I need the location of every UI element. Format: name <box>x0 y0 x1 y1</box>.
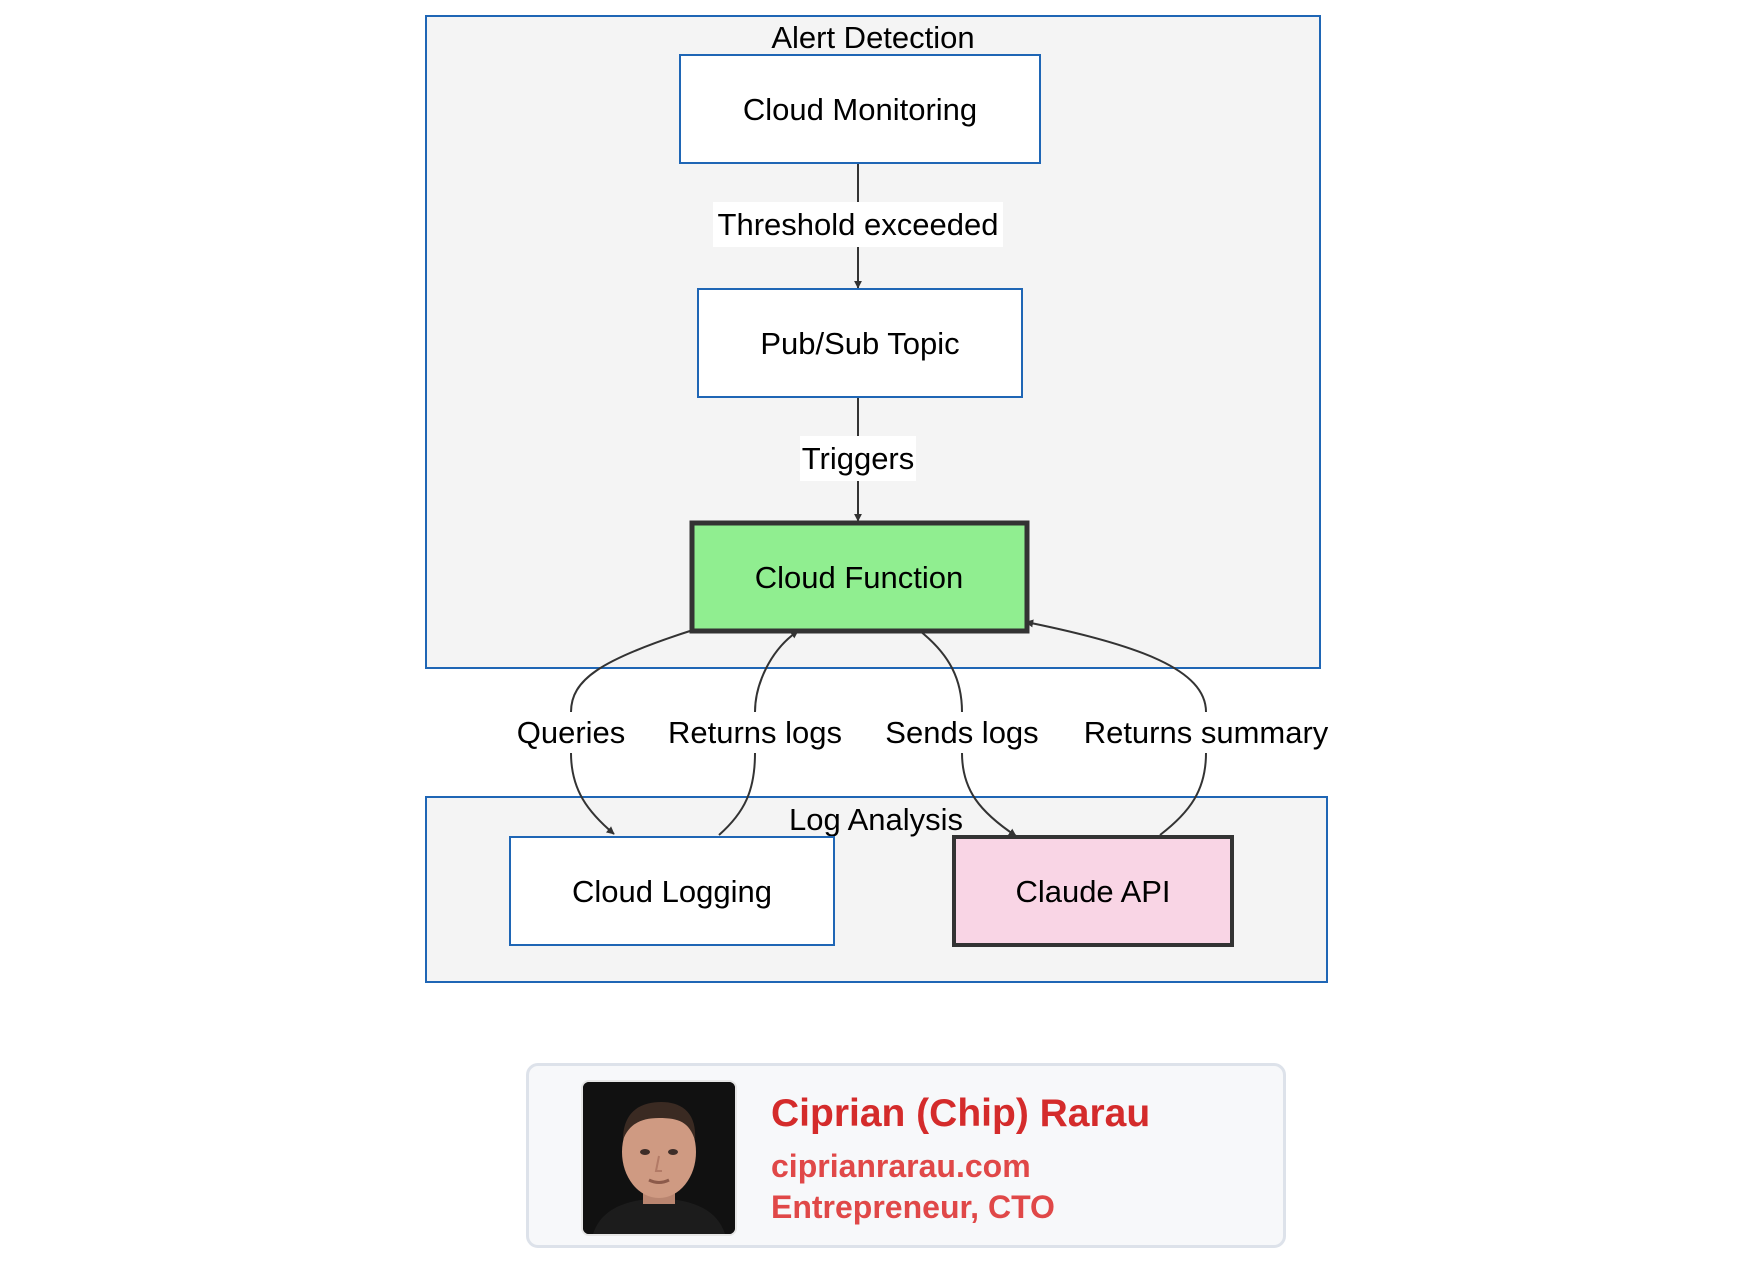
author-role: Entrepreneur, CTO <box>771 1189 1055 1225</box>
edge-sends-logs-line <box>919 630 1016 836</box>
node-cloud-logging-box[interactable] <box>509 836 835 946</box>
author-website-link[interactable]: ciprianrarau.com <box>771 1148 1031 1184</box>
edge-triggers-label-bg <box>800 436 916 481</box>
node-pubsub-topic-label: Pub/Sub Topic <box>760 326 959 361</box>
edge-queries-label: Queries <box>517 715 626 750</box>
node-cloud-function[interactable]: Cloud Function <box>689 520 1030 634</box>
edge-returns-logs: Returns logs <box>668 631 842 836</box>
node-cloud-function-label: Cloud Function <box>755 560 964 595</box>
edge-threshold-exceeded-label: Threshold exceeded <box>718 207 999 242</box>
node-claude-api-label: Claude API <box>1015 874 1170 909</box>
edge-returns-logs-label: Returns logs <box>668 715 842 750</box>
edge-returns-summary-line <box>1026 622 1207 836</box>
node-cloud-logging-label: Cloud Logging <box>572 874 772 909</box>
node-claude-api[interactable]: Claude API <box>952 835 1234 947</box>
author-card: Ciprian (Chip) Rarau ciprianrarau.com En… <box>526 1063 1286 1248</box>
node-cloud-monitoring-label: Cloud Monitoring <box>743 92 977 127</box>
edge-returns-summary-label: Returns summary <box>1084 715 1329 750</box>
edge-returns-summary: Returns summary <box>1026 622 1329 836</box>
node-claude-api-box[interactable] <box>952 835 1234 947</box>
edge-queries-line <box>570 630 691 834</box>
node-pubsub-topic[interactable]: Pub/Sub Topic <box>697 288 1023 398</box>
author-avatar <box>581 1080 737 1236</box>
node-cloud-logging[interactable]: Cloud Logging <box>509 836 835 946</box>
cluster-alert-detection-label: Alert Detection <box>771 20 974 55</box>
edge-returns-logs-line <box>718 631 798 836</box>
cluster-log-analysis-label: Log Analysis <box>789 802 963 837</box>
node-cloud-monitoring[interactable]: Cloud Monitoring <box>679 54 1041 164</box>
edge-threshold-exceeded-label-bg <box>713 202 1003 247</box>
author-portrait-icon <box>583 1082 735 1234</box>
edge-sends-logs-label: Sends logs <box>885 715 1038 750</box>
node-cloud-function-box[interactable] <box>689 520 1030 634</box>
node-pubsub-topic-box[interactable] <box>697 288 1023 398</box>
edge-triggers-label: Triggers <box>802 441 915 476</box>
node-cloud-monitoring-box[interactable] <box>679 54 1041 164</box>
edge-queries: Queries <box>517 630 691 834</box>
edge-sends-logs: Sends logs <box>885 630 1039 836</box>
edge-threshold-exceeded: Threshold exceeded <box>713 163 1003 289</box>
edge-triggers: Triggers <box>800 397 916 522</box>
author-name: Ciprian (Chip) Rarau <box>771 1092 1151 1135</box>
